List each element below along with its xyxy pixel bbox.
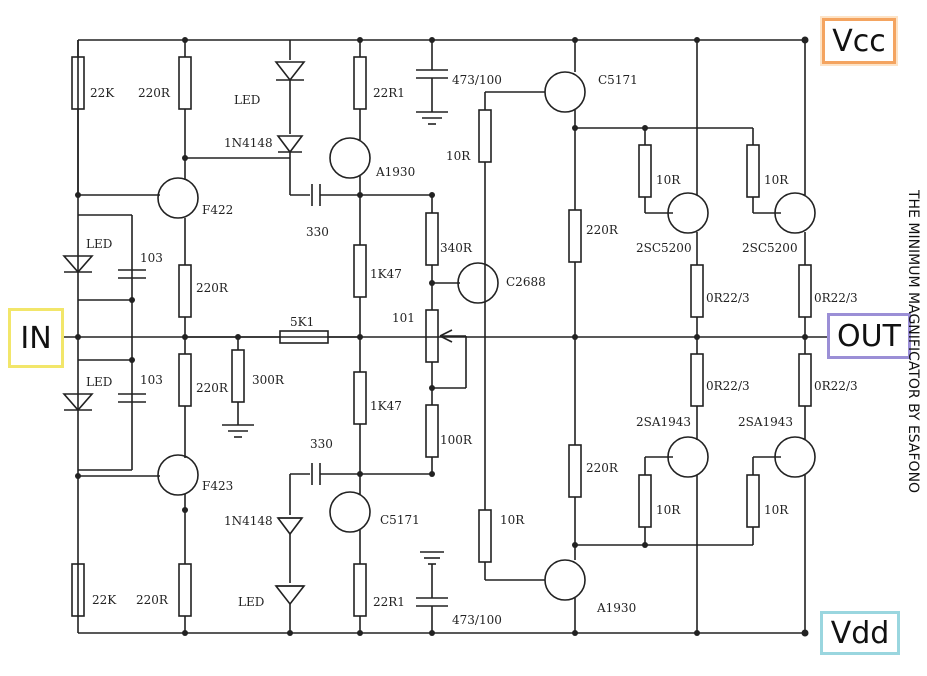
label-10r-o2: 10R [764,173,789,187]
label-a1930-top: A1930 [375,165,415,179]
2sa1943-transistor-1 [667,436,709,478]
label-1k47-top: 1K47 [370,267,402,281]
2sc5200-transistor-2 [774,192,816,234]
f422-transistor [157,177,199,219]
label-10r-bot: 10R [500,513,525,527]
label-0r22-2: 0R22/3 [814,291,858,305]
label-1n4148-top: 1N4148 [224,136,273,150]
resistor-100r [425,404,439,458]
resistor-10r-bottom [478,509,492,563]
label-220r-bot: 220R [136,593,169,607]
label-c5171-bot: C5171 [380,513,420,527]
label-f423: F423 [202,479,233,493]
led-input-bottom [62,393,94,412]
label-10r-o1: 10R [656,173,681,187]
c2688-bias-transistor [457,262,499,304]
author-credit: THE MINIMUM MAGNIFICATOR BY ESAFONO [905,190,921,494]
label-10r-top: 10R [446,149,471,163]
resistor-0r22-2 [798,264,812,318]
label-220r-mid-top: 220R [196,281,229,295]
a1930-driver-transistor [329,137,371,179]
label-5k1: 5K1 [290,315,314,329]
label-led-in-bot: LED [86,375,112,389]
label-22r1-top: 22R1 [373,86,405,100]
resistor-10r-output-3 [638,474,652,528]
resistor-220r-mid-top [178,264,192,318]
resistor-10r-output-2 [746,144,760,198]
label-0r22-1: 0R22/3 [706,291,750,305]
label-340r: 340R [440,241,473,255]
label-103-bot: 103 [140,373,163,387]
label-c2688: C2688 [506,275,546,289]
label-220r-mid-bot: 220R [196,381,229,395]
label-300r: 300R [252,373,285,387]
label-1k47-bot: 1K47 [370,399,402,413]
label-2sa1943-2: 2SA1943 [738,415,793,429]
2sc5200-transistor-1 [667,192,709,234]
resistor-22r1-top [353,56,367,110]
label-f422: F422 [202,203,233,217]
label-22r1-bot: 22R1 [373,595,405,609]
c5171-output-driver [544,71,586,113]
trimmer-101 [425,309,439,363]
resistor-0r22-4 [798,353,812,407]
led-input-top [62,255,94,274]
resistor-220r-top [178,56,192,110]
resistor-220r-right-bottom [568,444,582,498]
resistor-220r-right-top [568,209,582,263]
label-c5171-top: C5171 [598,73,638,87]
f423-transistor [157,454,199,496]
label-1n4148-bot: 1N4148 [224,514,273,528]
diode-1n4148-top [276,135,304,154]
led-top [274,61,306,82]
input-terminal-label: IN [8,308,64,368]
output-terminal-label: OUT [827,313,911,359]
label-100r: 100R [440,433,473,447]
label-473-top: 473/100 [452,73,502,87]
label-0r22-3: 0R22/3 [706,379,750,393]
label-473-bot: 473/100 [452,613,502,627]
resistor-10r-top [478,109,492,163]
resistor-0r22-1 [690,264,704,318]
label-220r-right-bot: 220R [586,461,619,475]
label-led-bot: LED [238,595,264,609]
label-103-top: 103 [140,251,163,265]
label-a1930-bot: A1930 [596,601,636,615]
label-led-top: LED [234,93,260,107]
a1930-output-driver [544,559,586,601]
resistor-340r [425,212,439,266]
vdd-terminal-label: Vdd [820,611,900,655]
label-22k-bot: 22K [92,593,117,607]
label-22k-top: 22K [90,86,115,100]
resistor-220r-mid-bottom [178,353,192,407]
label-2sc5200-1: 2SC5200 [636,241,692,255]
led-bottom [274,585,306,606]
label-10r-o3: 10R [656,503,681,517]
label-330-bot: 330 [310,437,333,451]
label-2sa1943-1: 2SA1943 [636,415,691,429]
label-220r-right-top: 220R [586,223,619,237]
label-220r-top: 220R [138,86,171,100]
resistor-10r-output-4 [746,474,760,528]
resistor-1k47-top [353,244,367,298]
label-101: 101 [392,311,415,325]
resistor-10r-output-1 [638,144,652,198]
resistor-1k47-bottom [353,371,367,425]
label-10r-o4: 10R [764,503,789,517]
resistor-22k-bottom [71,563,85,617]
label-0r22-4: 0R22/3 [814,379,858,393]
resistor-300r [231,349,245,403]
label-led-in-top: LED [86,237,112,251]
resistor-0r22-3 [690,353,704,407]
vcc-terminal-label: Vcc [822,18,896,64]
c5171-driver-transistor [329,491,371,533]
label-330-top: 330 [306,225,329,239]
diode-1n4148-bottom [276,517,304,536]
resistor-22r1-bottom [353,563,367,617]
label-2sc5200-2: 2SC5200 [742,241,798,255]
resistor-220r-bottom [178,563,192,617]
